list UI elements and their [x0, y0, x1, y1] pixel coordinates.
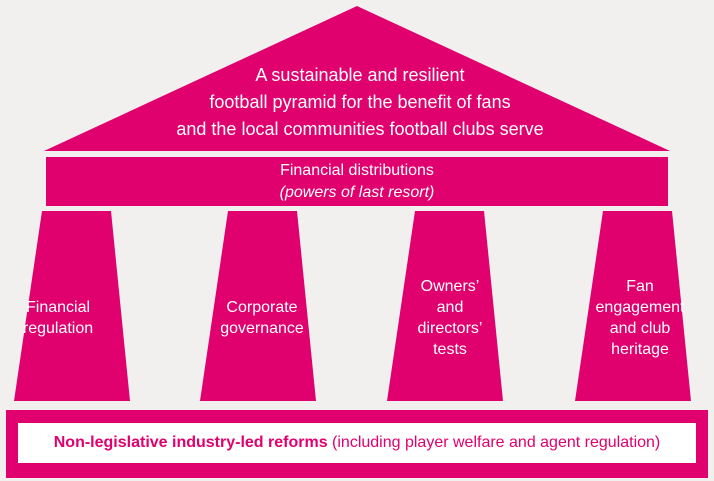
- pillar-line: heritage: [611, 341, 669, 358]
- beam-text: Financial distributions (powers of last …: [46, 160, 668, 204]
- pillar-line: and: [436, 299, 464, 316]
- roof-line: A sustainable and resilient: [255, 65, 465, 85]
- foundation-bold-text: Non-legislative industry-led reforms: [53, 434, 328, 451]
- pillar-line: governance: [220, 320, 304, 337]
- pillar-line: Financial: [25, 299, 91, 316]
- pillar-3: [387, 211, 503, 401]
- pillar-2: [200, 211, 316, 401]
- roof-text: A sustainable and resilient football pyr…: [120, 62, 600, 143]
- pillar-line: engagement: [595, 299, 685, 316]
- pillar-3-label: Owners’ and directors’ tests: [385, 276, 515, 360]
- pillar-4: [575, 211, 691, 401]
- roof: [44, 6, 670, 151]
- pillar-2-label: Corporate governance: [197, 297, 327, 339]
- foundation-panel: Non-legislative industry-led reforms (in…: [18, 423, 696, 463]
- pillar-1: [14, 211, 130, 401]
- pillar-line: Fan: [626, 278, 654, 295]
- pillar-line: and club: [609, 320, 671, 337]
- pillar-1-label: Financial regulation: [0, 297, 128, 339]
- roof-line: football pyramid for the benefit of fans: [209, 92, 511, 112]
- beam-subtitle: (powers of last resort): [279, 184, 435, 201]
- foundation-normal-text: (including player welfare and agent regu…: [327, 434, 661, 451]
- pillar-line: Owners’: [420, 278, 480, 295]
- pillar-line: directors’: [417, 320, 483, 337]
- pillar-line: regulation: [22, 320, 94, 337]
- roof-line: and the local communities football clubs…: [176, 119, 544, 139]
- beam: [46, 157, 668, 206]
- pillar-4-label: Fan engagement and club heritage: [570, 276, 710, 360]
- pillar-line: Corporate: [226, 299, 298, 316]
- pillar-line: tests: [433, 341, 467, 358]
- beam-title: Financial distributions: [280, 162, 434, 179]
